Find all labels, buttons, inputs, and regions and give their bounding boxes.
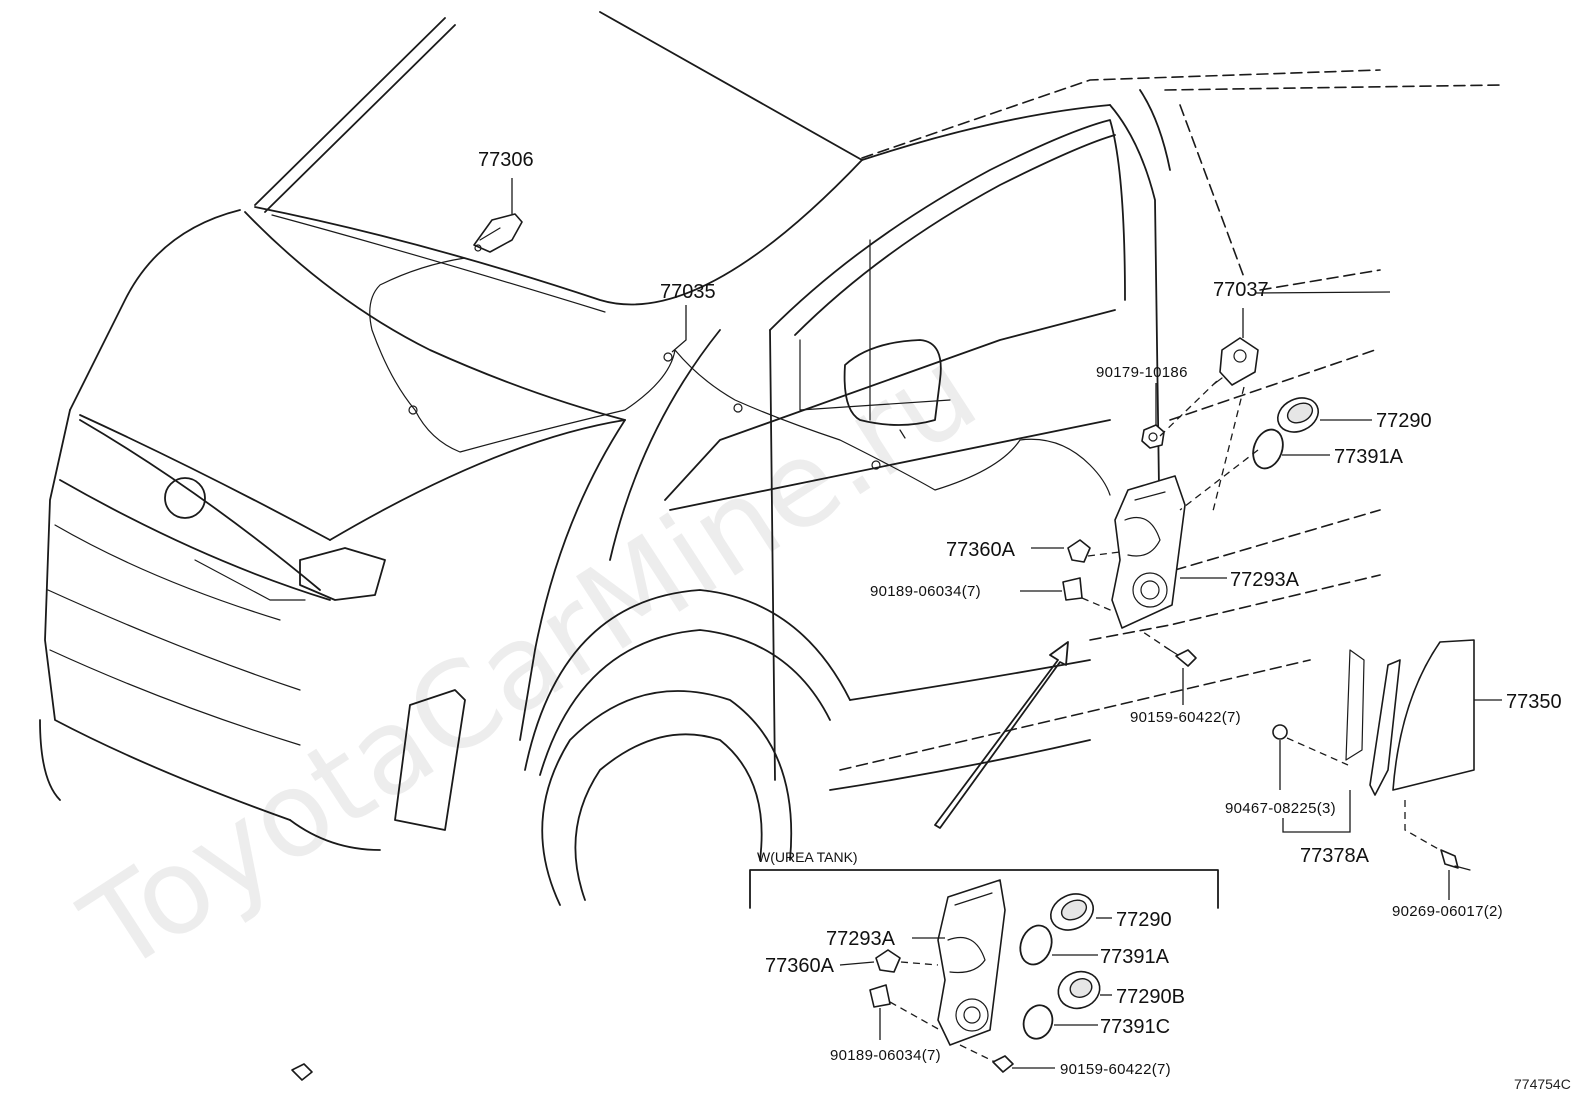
label-77306[interactable]: 77306 [478,149,534,171]
inset-part-77391A[interactable] [1015,921,1057,969]
inset-label-77391A[interactable]: 77391A [1100,946,1170,968]
inset-part-77360A[interactable] [875,949,901,973]
part-77350[interactable] [1392,639,1475,791]
part-90189-06034[interactable] [1062,577,1083,601]
inset-part-77293A[interactable] [937,879,1006,1046]
inset-label-77391C[interactable]: 77391C [1100,1016,1170,1038]
inset-part-90159-60422[interactable] [291,1063,313,1081]
part-90269-06017[interactable] [1440,849,1471,871]
label-77350[interactable]: 77350 [1506,691,1562,713]
part-77378A[interactable] [1345,649,1401,796]
inset-label-90159-60422[interactable]: 90159-60422(7) [1060,1061,1171,1078]
part-77293A[interactable] [1111,475,1186,629]
part-labels: 77306 77035 77037 90179-10186 77290 7739… [478,149,1562,920]
leader-lines [511,178,1502,900]
inset-urea-tank: W(UREA TANK) [291,849,1219,1081]
inset-part-77391C[interactable] [1019,1001,1057,1043]
part-77290[interactable] [1272,392,1324,439]
label-77293A[interactable]: 77293A [1230,569,1300,591]
detail-arrow [934,641,1069,829]
watermark: ToyotaCarMine.ru [59,321,1000,999]
vehicle-body-outline [39,11,1501,906]
inset-label-77360A[interactable]: 77360A [765,955,835,977]
inset-part-77290[interactable] [1045,887,1099,936]
part-77037[interactable] [1213,337,1259,386]
label-77391A[interactable]: 77391A [1334,446,1404,468]
part-90467-08225[interactable] [1272,724,1288,740]
inset-screw-90159[interactable] [992,1055,1014,1073]
label-90179-10186[interactable]: 90179-10186 [1096,364,1188,381]
inset-part-77290B[interactable] [1053,966,1105,1014]
label-77037[interactable]: 77037 [1213,279,1269,301]
inset-label-77290B[interactable]: 77290B [1116,986,1185,1008]
label-90159-60422[interactable]: 90159-60422(7) [1130,709,1241,726]
assembly-lines [1081,379,1441,851]
label-77360A[interactable]: 77360A [946,539,1016,561]
inset-label-77293A[interactable]: 77293A [826,928,896,950]
label-90189-06034[interactable]: 90189-06034(7) [870,583,981,600]
part-77391A[interactable] [1248,425,1288,472]
inset-label-77290[interactable]: 77290 [1116,909,1172,931]
label-77035[interactable]: 77035 [660,281,716,303]
label-77290[interactable]: 77290 [1376,410,1432,432]
label-90269-06017[interactable]: 90269-06017(2) [1392,903,1503,920]
inset-label-90189-06034[interactable]: 90189-06034(7) [830,1047,941,1064]
inset-caption: W(UREA TANK) [757,849,858,865]
diagram-reference-code: 774754C [1514,1076,1571,1092]
part-77306[interactable] [473,213,523,253]
part-90179-10186[interactable] [1141,424,1165,449]
part-77360A[interactable] [1067,539,1091,563]
inset-part-90189-06034[interactable] [869,984,891,1008]
label-90467-08225[interactable]: 90467-08225(3) [1225,800,1336,817]
label-77378A[interactable]: 77378A [1300,845,1370,867]
